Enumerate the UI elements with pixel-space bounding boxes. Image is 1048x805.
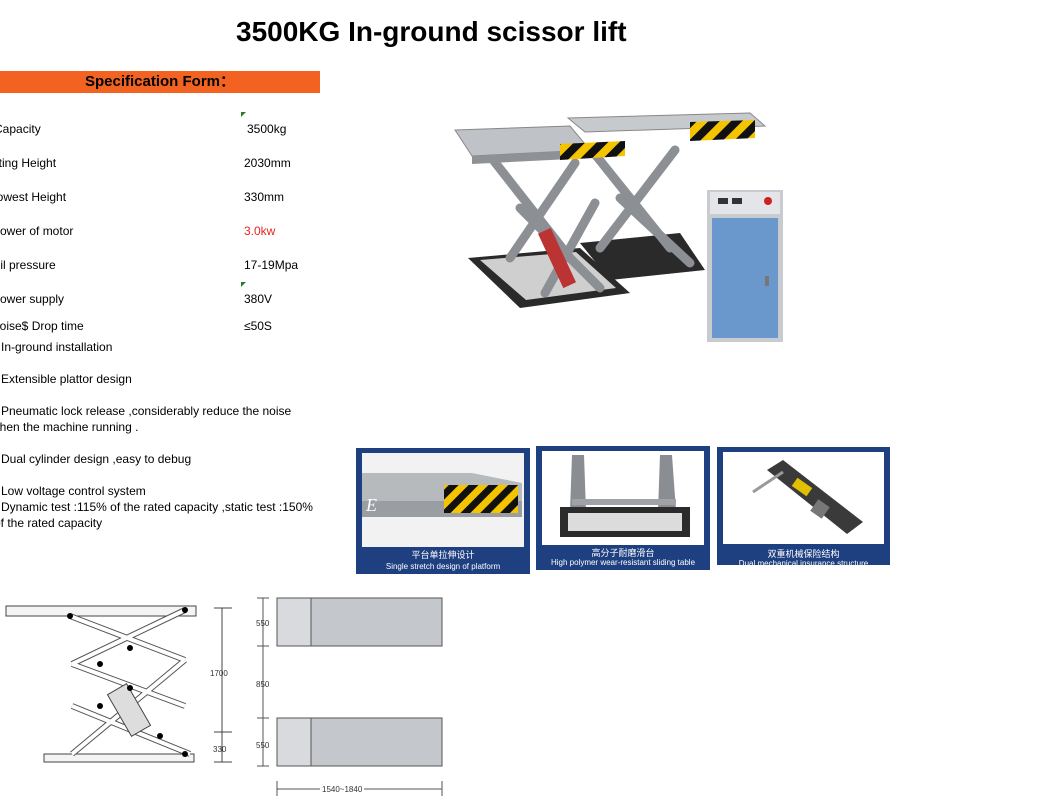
spec-label-oil-pressure: Oil pressure (0, 258, 56, 272)
spec-value-oil-pressure: 17-19Mpa (244, 258, 299, 272)
spec-value-capacity: 3500kg (247, 122, 287, 136)
spec-value-noise-drop-time: ≤50S (244, 319, 272, 333)
feature-item: In-ground installation (1, 340, 113, 354)
photo-caption-cn: 双重机械保险结构 (767, 549, 840, 559)
photo-caption-cn: 平台单拉伸设计 (411, 550, 475, 560)
feature-item: of the rated capacity (0, 516, 103, 530)
page-title: 3500KG In-ground scissor lift (236, 16, 627, 47)
cell-marker-icon (241, 282, 246, 287)
feature-photo-platform: E 平台单拉伸设计 Single stretch design of platf… (356, 448, 530, 574)
spec-value-lifting-height: 2030mm (244, 156, 291, 170)
spec-label-capacity: Capacity (0, 122, 41, 136)
spec-label-power-of-motor: Power of motor (0, 224, 74, 238)
spec-form-header: Specification Form： (0, 71, 320, 93)
photo-caption-en: Dual mechanical insurance structure (738, 559, 869, 565)
feature-item: Dual cylinder design ,easy to debug (1, 452, 192, 466)
spec-value-power-of-motor: 3.0kw (244, 224, 276, 238)
dimension-gap: 850 (256, 680, 270, 689)
safety-structure-image (723, 452, 884, 544)
spec-label-power-supply: Power supply (0, 292, 65, 306)
feature-photo-sliding-table: 高分子耐磨滑台 High polymer wear-resistant slid… (536, 446, 710, 570)
svg-text:E: E (365, 495, 377, 515)
spec-label-lifting-height: Lifting Height (0, 156, 57, 170)
feature-item: Low voltage control system (1, 484, 146, 498)
feature-item: Dynamic test :115% of the rated capacity… (1, 500, 313, 514)
dimension-bottom-platform: 550 (256, 741, 270, 750)
dimension-max-height: 1700 (210, 669, 228, 678)
sliding-table-image (542, 451, 704, 545)
photo-caption-cn: 高分子耐磨滑台 (591, 548, 655, 558)
dimension-length: 1540~1840 (320, 785, 365, 794)
spec-label-noise-drop-time: Noise$ Drop time (0, 319, 84, 333)
platform-stretch-image: E (362, 453, 524, 547)
dimension-top-platform: 550 (256, 619, 270, 628)
cell-marker-icon (241, 112, 246, 117)
photo-caption-en: Single stretch design of platform (385, 562, 501, 571)
feature-item: when the machine running . (0, 420, 139, 434)
dimension-min-height: 330 (213, 745, 227, 754)
photo-caption-en: High polymer wear-resistant sliding tabl… (550, 558, 696, 567)
side-view-drawing (5, 605, 232, 763)
feature-photo-safety-structure: 双重机械保险结构 Dual mechanical insurance struc… (717, 447, 890, 565)
scissor-lift-product-image (454, 112, 783, 342)
top-view-drawing (257, 597, 443, 796)
spec-value-power-supply: 380V (244, 292, 273, 306)
spec-value-lowest-height: 330mm (244, 190, 285, 204)
spec-label-lowest-height: Lowest Height (0, 190, 67, 204)
feature-item: Pneumatic lock release ,considerably red… (1, 404, 292, 418)
feature-item: Extensible plattor design (1, 372, 132, 386)
